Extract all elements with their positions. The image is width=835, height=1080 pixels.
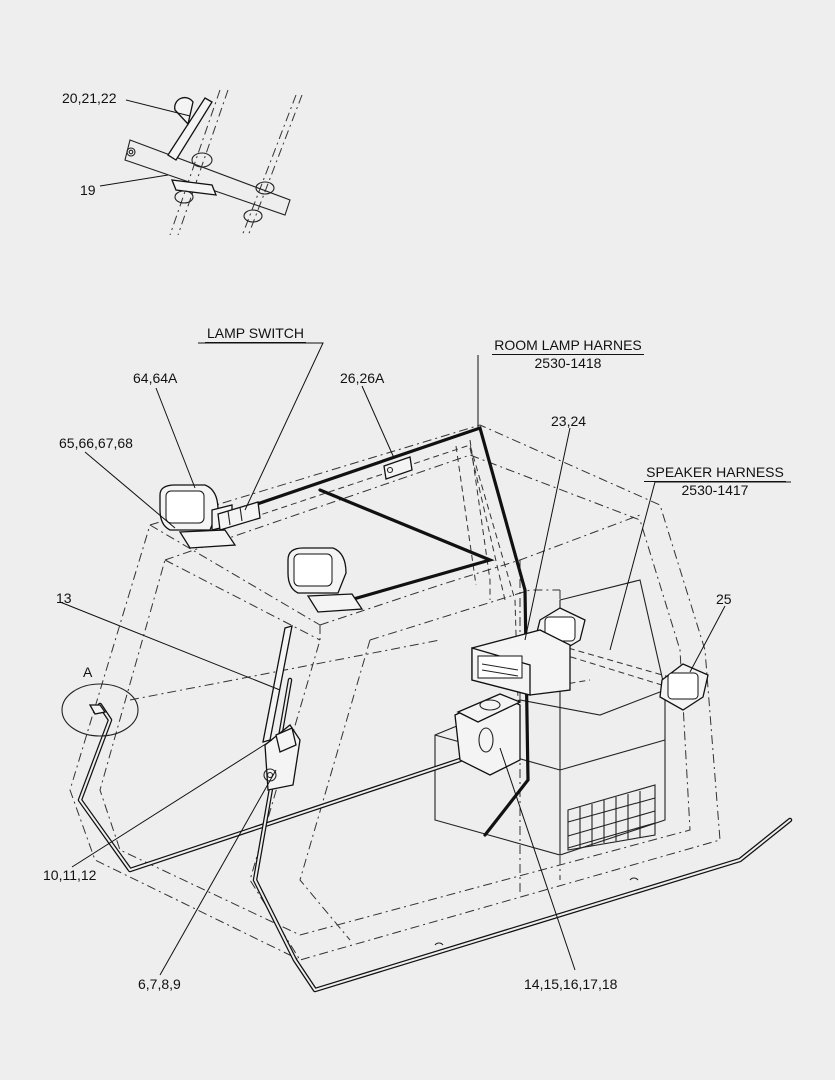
console-grille [567,784,656,851]
callout-20-21-22: 20,21,22 [62,90,117,106]
main-tube [77,677,793,993]
callout-14-15-16-17-18: 14,15,16,17,18 [524,976,618,992]
room-lamp-harness-title: ROOM LAMP HARNES [492,337,644,355]
rear-lamp-right [659,663,709,711]
room-lamp-harness-part: 2530-1418 [534,355,602,371]
radio-unit [471,629,571,696]
callout-25: 25 [716,591,732,607]
room-lamp-harness [208,425,530,837]
speaker-harness-title: SPEAKER HARNESS [644,464,786,482]
storage-box [454,693,522,776]
wiper-assembly [262,625,301,791]
detail-a-circle [61,683,139,737]
speaker-harness-label: SPEAKER HARNESS 2530-1417 [634,464,796,498]
callout-6-7-8-9: 6,7,8,9 [138,976,181,992]
room-lamp-harness-label: ROOM LAMP HARNES 2530-1418 [483,337,653,371]
callout-26-26a: 26,26A [340,370,385,386]
detail-inset [124,89,303,237]
callout-13: 13 [56,590,72,606]
lamp-switch-label: LAMP SWITCH [205,325,306,343]
callout-19: 19 [80,182,96,198]
cab-frame [69,424,721,961]
callout-64-64a: 64,64A [133,370,178,386]
lamp-switch-part [217,501,261,531]
front-right-work-lamp [287,547,364,613]
callout-65-66-67-68: 65,66,67,68 [59,435,133,451]
room-lamp-part [383,456,413,480]
callout-10-11-12: 10,11,12 [43,867,97,883]
callout-23-24: 23,24 [551,413,587,429]
leader-lines [59,99,791,976]
detail-a-label: A [83,664,93,680]
speaker-harness-part: 2530-1417 [681,482,749,498]
